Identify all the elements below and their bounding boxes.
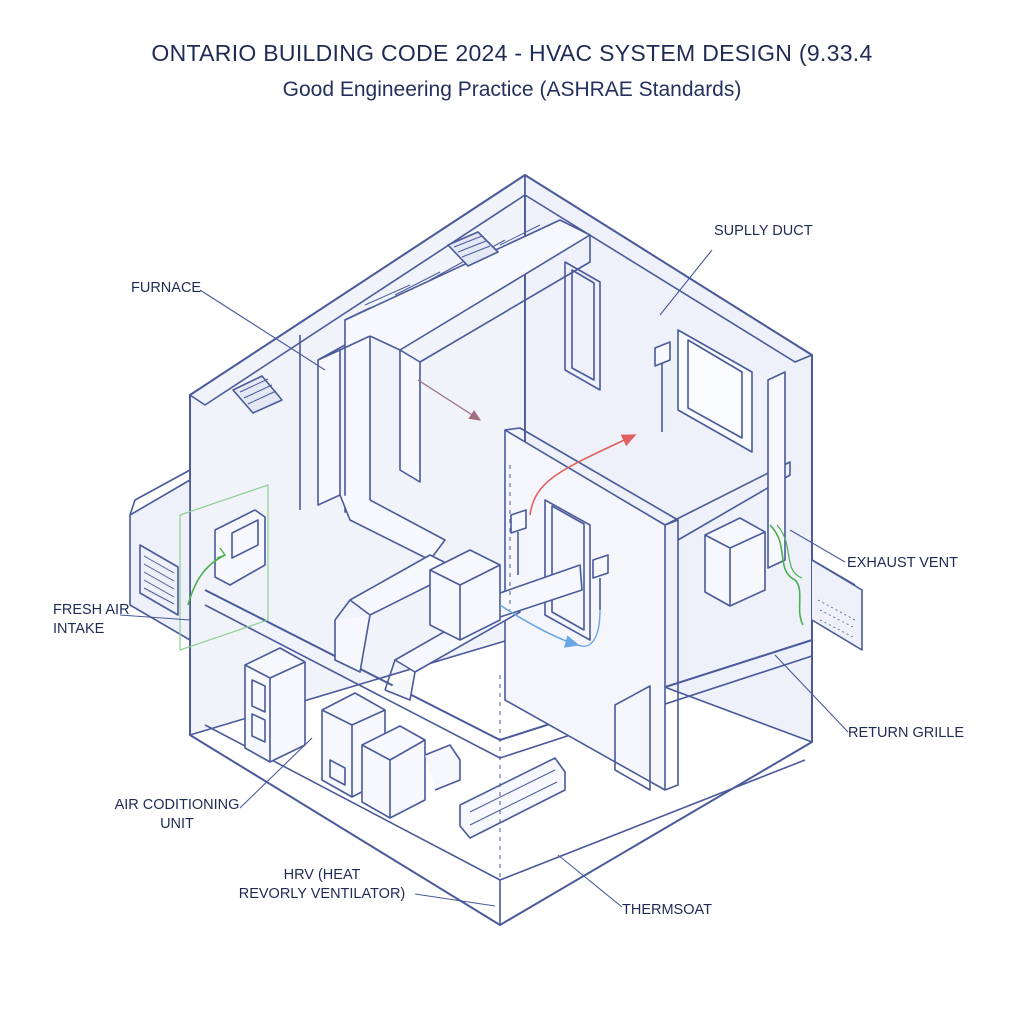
leader-return-grille <box>774 654 849 733</box>
return-air-arrow <box>499 604 580 648</box>
label-ac-line2: UNIT <box>160 816 194 832</box>
label-ac-line1: AIR CODITIONING <box>114 797 240 813</box>
right-annex <box>811 559 863 651</box>
fresh-air-zone <box>179 484 269 651</box>
supply-duct-vertical <box>317 349 341 506</box>
left-annex <box>129 479 191 641</box>
hrv-unit <box>361 725 426 819</box>
leader-ac <box>239 737 313 809</box>
label-fresh-air: FRESH AIR INTAKE <box>53 601 130 639</box>
ceiling-grille-right <box>447 231 499 267</box>
label-furnace: FURNACE <box>131 280 202 296</box>
ceiling-flow-arrow <box>417 379 482 421</box>
fresh-air-unit <box>214 509 266 586</box>
window <box>677 329 753 453</box>
leader-furnace <box>199 289 326 371</box>
label-return-grille: RETURN GRILLE <box>848 725 965 741</box>
label-ac-unit: AIR CODITIONING UNIT <box>112 796 242 834</box>
label-exhaust-vent: EXHAUST VENT <box>847 555 958 571</box>
fresh-air-path <box>187 554 226 606</box>
label-supply-duct: SUPLLY DUCT <box>714 223 813 239</box>
leader-supply-duct <box>659 249 713 316</box>
exhaust-path <box>769 524 804 626</box>
exhaust-column <box>767 371 786 569</box>
label-hrv-line2: REVORLY VENTILATOR) <box>238 886 406 902</box>
diagram-title: ONTARIO BUILDING CODE 2024 - HVAC SYSTEM… <box>151 40 873 66</box>
house-outline <box>189 174 813 926</box>
label-thermostat: THERMSOAT <box>622 902 712 918</box>
mini-split <box>459 757 566 839</box>
ceiling-grille-left <box>232 375 283 414</box>
label-fresh-air-line2: INTAKE <box>53 621 105 637</box>
label-hrv-line1: HRV (HEAT <box>283 867 361 883</box>
leader-hrv <box>414 893 496 907</box>
supply-air-arrow <box>529 434 637 516</box>
label-fresh-air-line1: FRESH AIR <box>53 602 130 618</box>
furnace-unit <box>244 647 306 763</box>
thermostat-upper <box>654 341 671 367</box>
leader-thermostat <box>557 854 623 908</box>
label-hrv: HRV (HEAT REVORLY VENTILATOR) <box>232 866 412 904</box>
leader-exhaust-vent <box>789 529 846 563</box>
leader-fresh-air <box>119 614 191 621</box>
air-handler <box>429 549 501 641</box>
diagram-subtitle: Good Engineering Practice (ASHRAE Standa… <box>282 78 742 101</box>
